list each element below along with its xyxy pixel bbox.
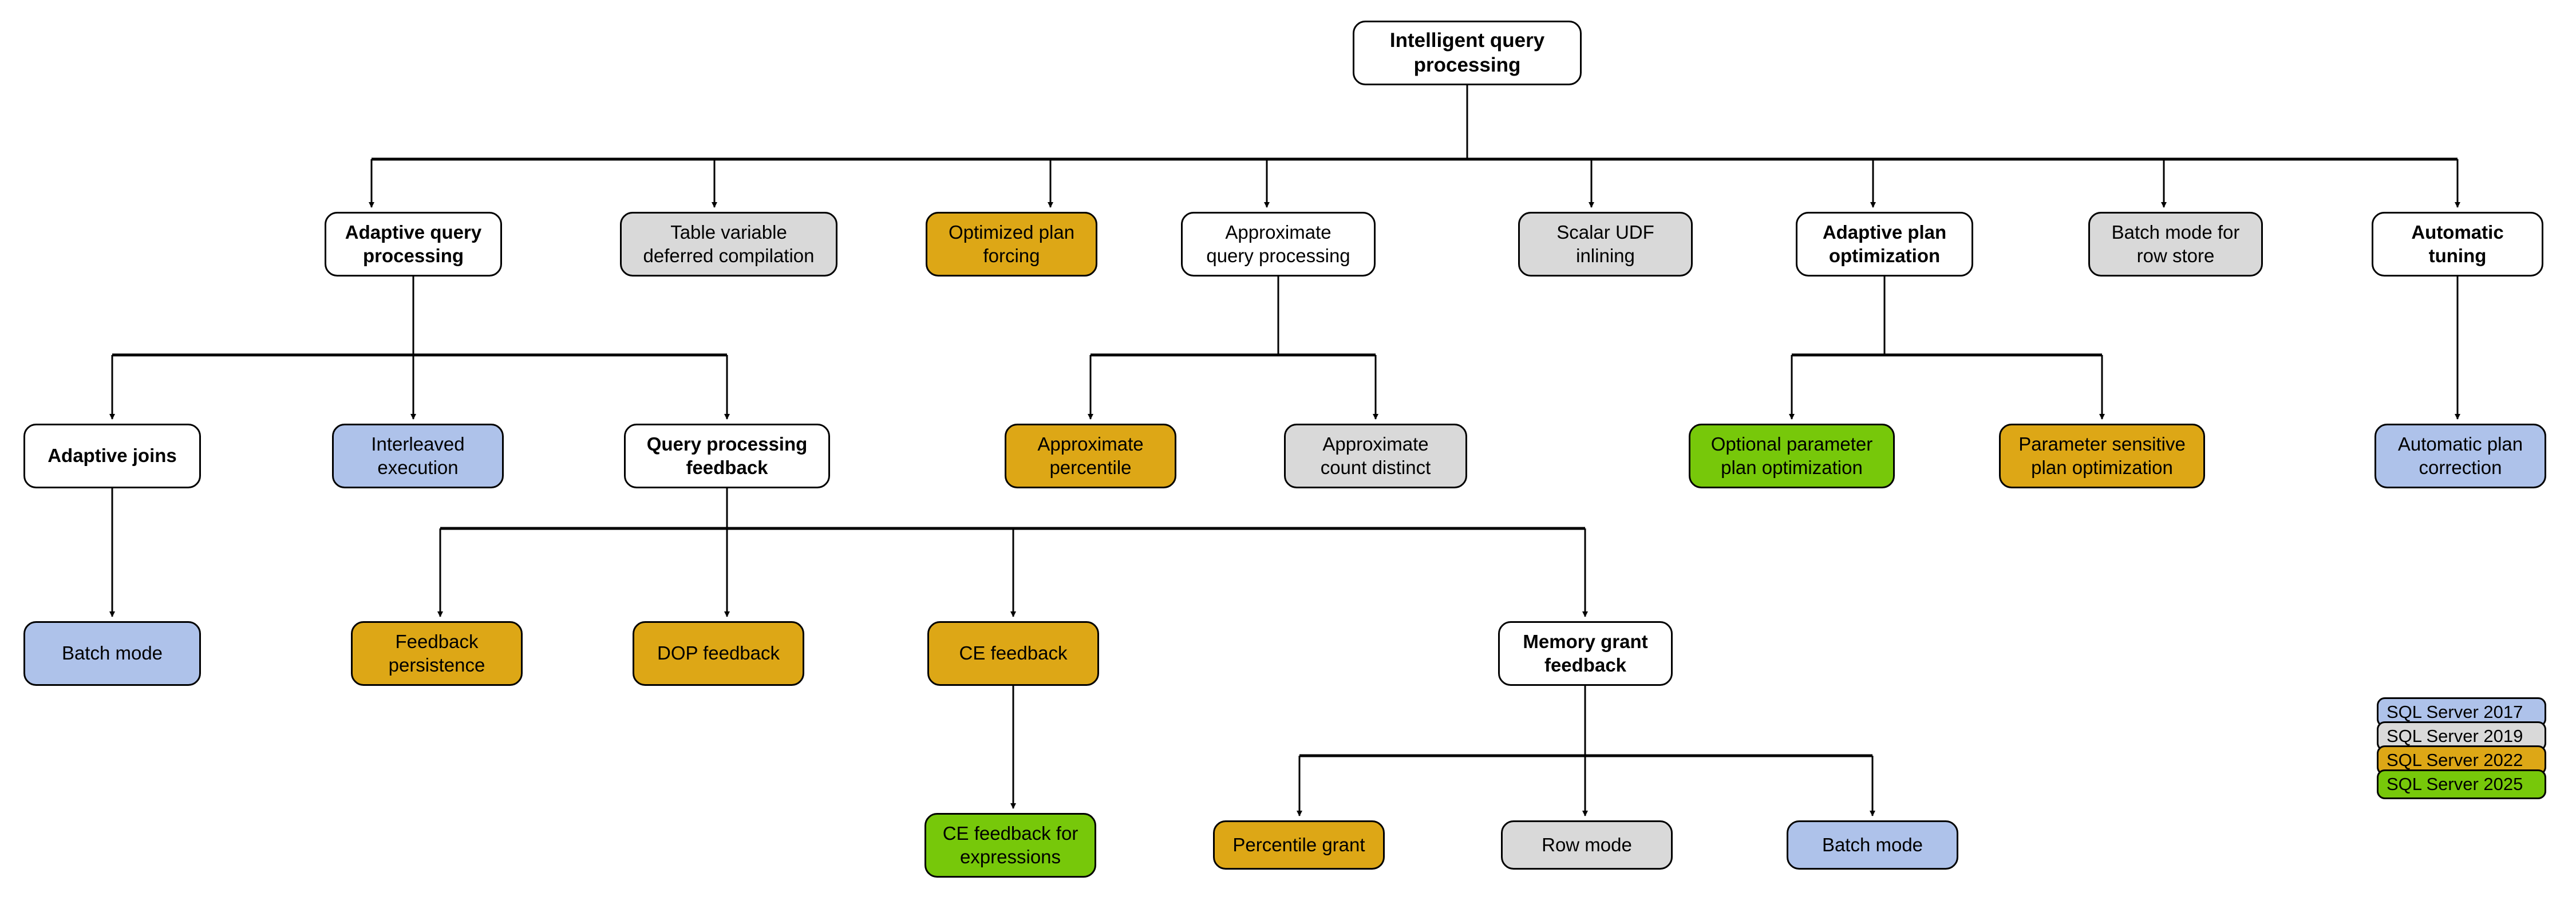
node-interleaved[interactable]: Interleaved execution [332,424,504,488]
node-label: Percentile grant [1232,834,1365,855]
node-autotune[interactable]: Automatic tuning [2372,212,2543,277]
node-pctgrant[interactable]: Percentile grant [1213,820,1385,870]
node-pspo[interactable]: Parameter sensitive plan optimization [1999,424,2205,488]
node-label: Table variable deferred compilation [643,222,815,266]
node-label: Optional parameter plan optimization [1710,433,1873,478]
node-label: CE feedback for expressions [942,823,1078,867]
node-label: Batch mode [1822,834,1923,855]
legend-item-label: SQL Server 2025 [2387,774,2523,794]
node-approxcd[interactable]: Approximate count distinct [1284,424,1467,488]
node-cefb[interactable]: CE feedback [927,621,1099,686]
node-batchmode2[interactable]: Batch mode [1787,820,1958,870]
legend-item-label: SQL Server 2019 [2387,726,2523,746]
node-label: Adaptive joins [48,445,177,467]
node-label: CE feedback [959,642,1068,664]
legend-item-sql-server-2025: SQL Server 2025 [2377,769,2546,799]
node-fbpersist[interactable]: Feedback persistence [351,621,523,686]
node-label: Approximate percentile [1037,433,1144,478]
node-label: Approximate count distinct [1320,433,1431,478]
node-tvdc[interactable]: Table variable deferred compilation [620,212,837,277]
node-udf[interactable]: Scalar UDF inlining [1518,212,1693,277]
legend-item-label: SQL Server 2017 [2387,702,2523,722]
node-bmrs[interactable]: Batch mode for row store [2088,212,2263,277]
node-label: Batch mode [61,642,163,664]
node-mgf[interactable]: Memory grant feedback [1498,621,1673,686]
node-label: Feedback persistence [388,631,485,676]
node-label: Scalar UDF inlining [1556,222,1654,266]
node-approxpct[interactable]: Approximate percentile [1005,424,1176,488]
node-root[interactable]: Intelligent query processing [1353,21,1582,85]
node-label: Approximate query processing [1206,222,1350,266]
node-label: Adaptive query processing [345,222,482,266]
node-label: Intelligent query processing [1389,29,1545,76]
node-approxqp[interactable]: Approximate query processing [1181,212,1376,277]
legend-item-label: SQL Server 2022 [2387,750,2523,770]
node-label: Automatic tuning [2411,222,2504,266]
node-label: Row mode [1542,834,1632,855]
node-dopfb[interactable]: DOP feedback [633,621,804,686]
node-aqp[interactable]: Adaptive query processing [325,212,502,277]
node-qpf[interactable]: Query processing feedback [624,424,830,488]
node-apc[interactable]: Automatic plan correction [2374,424,2546,488]
node-label: Memory grant feedback [1523,631,1648,676]
node-adaptjoins[interactable]: Adaptive joins [23,424,201,488]
node-cefbexpr[interactable]: CE feedback for expressions [924,813,1096,878]
node-label: Batch mode for row store [2111,222,2240,266]
node-label: Optimized plan forcing [948,222,1075,266]
node-label: Parameter sensitive plan optimization [2018,433,2186,478]
node-opf[interactable]: Optimized plan forcing [926,212,1097,277]
node-oppo[interactable]: Optional parameter plan optimization [1689,424,1895,488]
node-label: Adaptive plan optimization [1822,222,1947,266]
node-label: Interleaved execution [371,433,465,478]
node-apo[interactable]: Adaptive plan optimization [1796,212,1973,277]
node-label: DOP feedback [657,642,780,664]
node-batchmode1[interactable]: Batch mode [23,621,201,686]
node-label: Automatic plan correction [2397,433,2523,478]
node-rowmode[interactable]: Row mode [1501,820,1673,870]
node-label: Query processing feedback [646,433,808,478]
